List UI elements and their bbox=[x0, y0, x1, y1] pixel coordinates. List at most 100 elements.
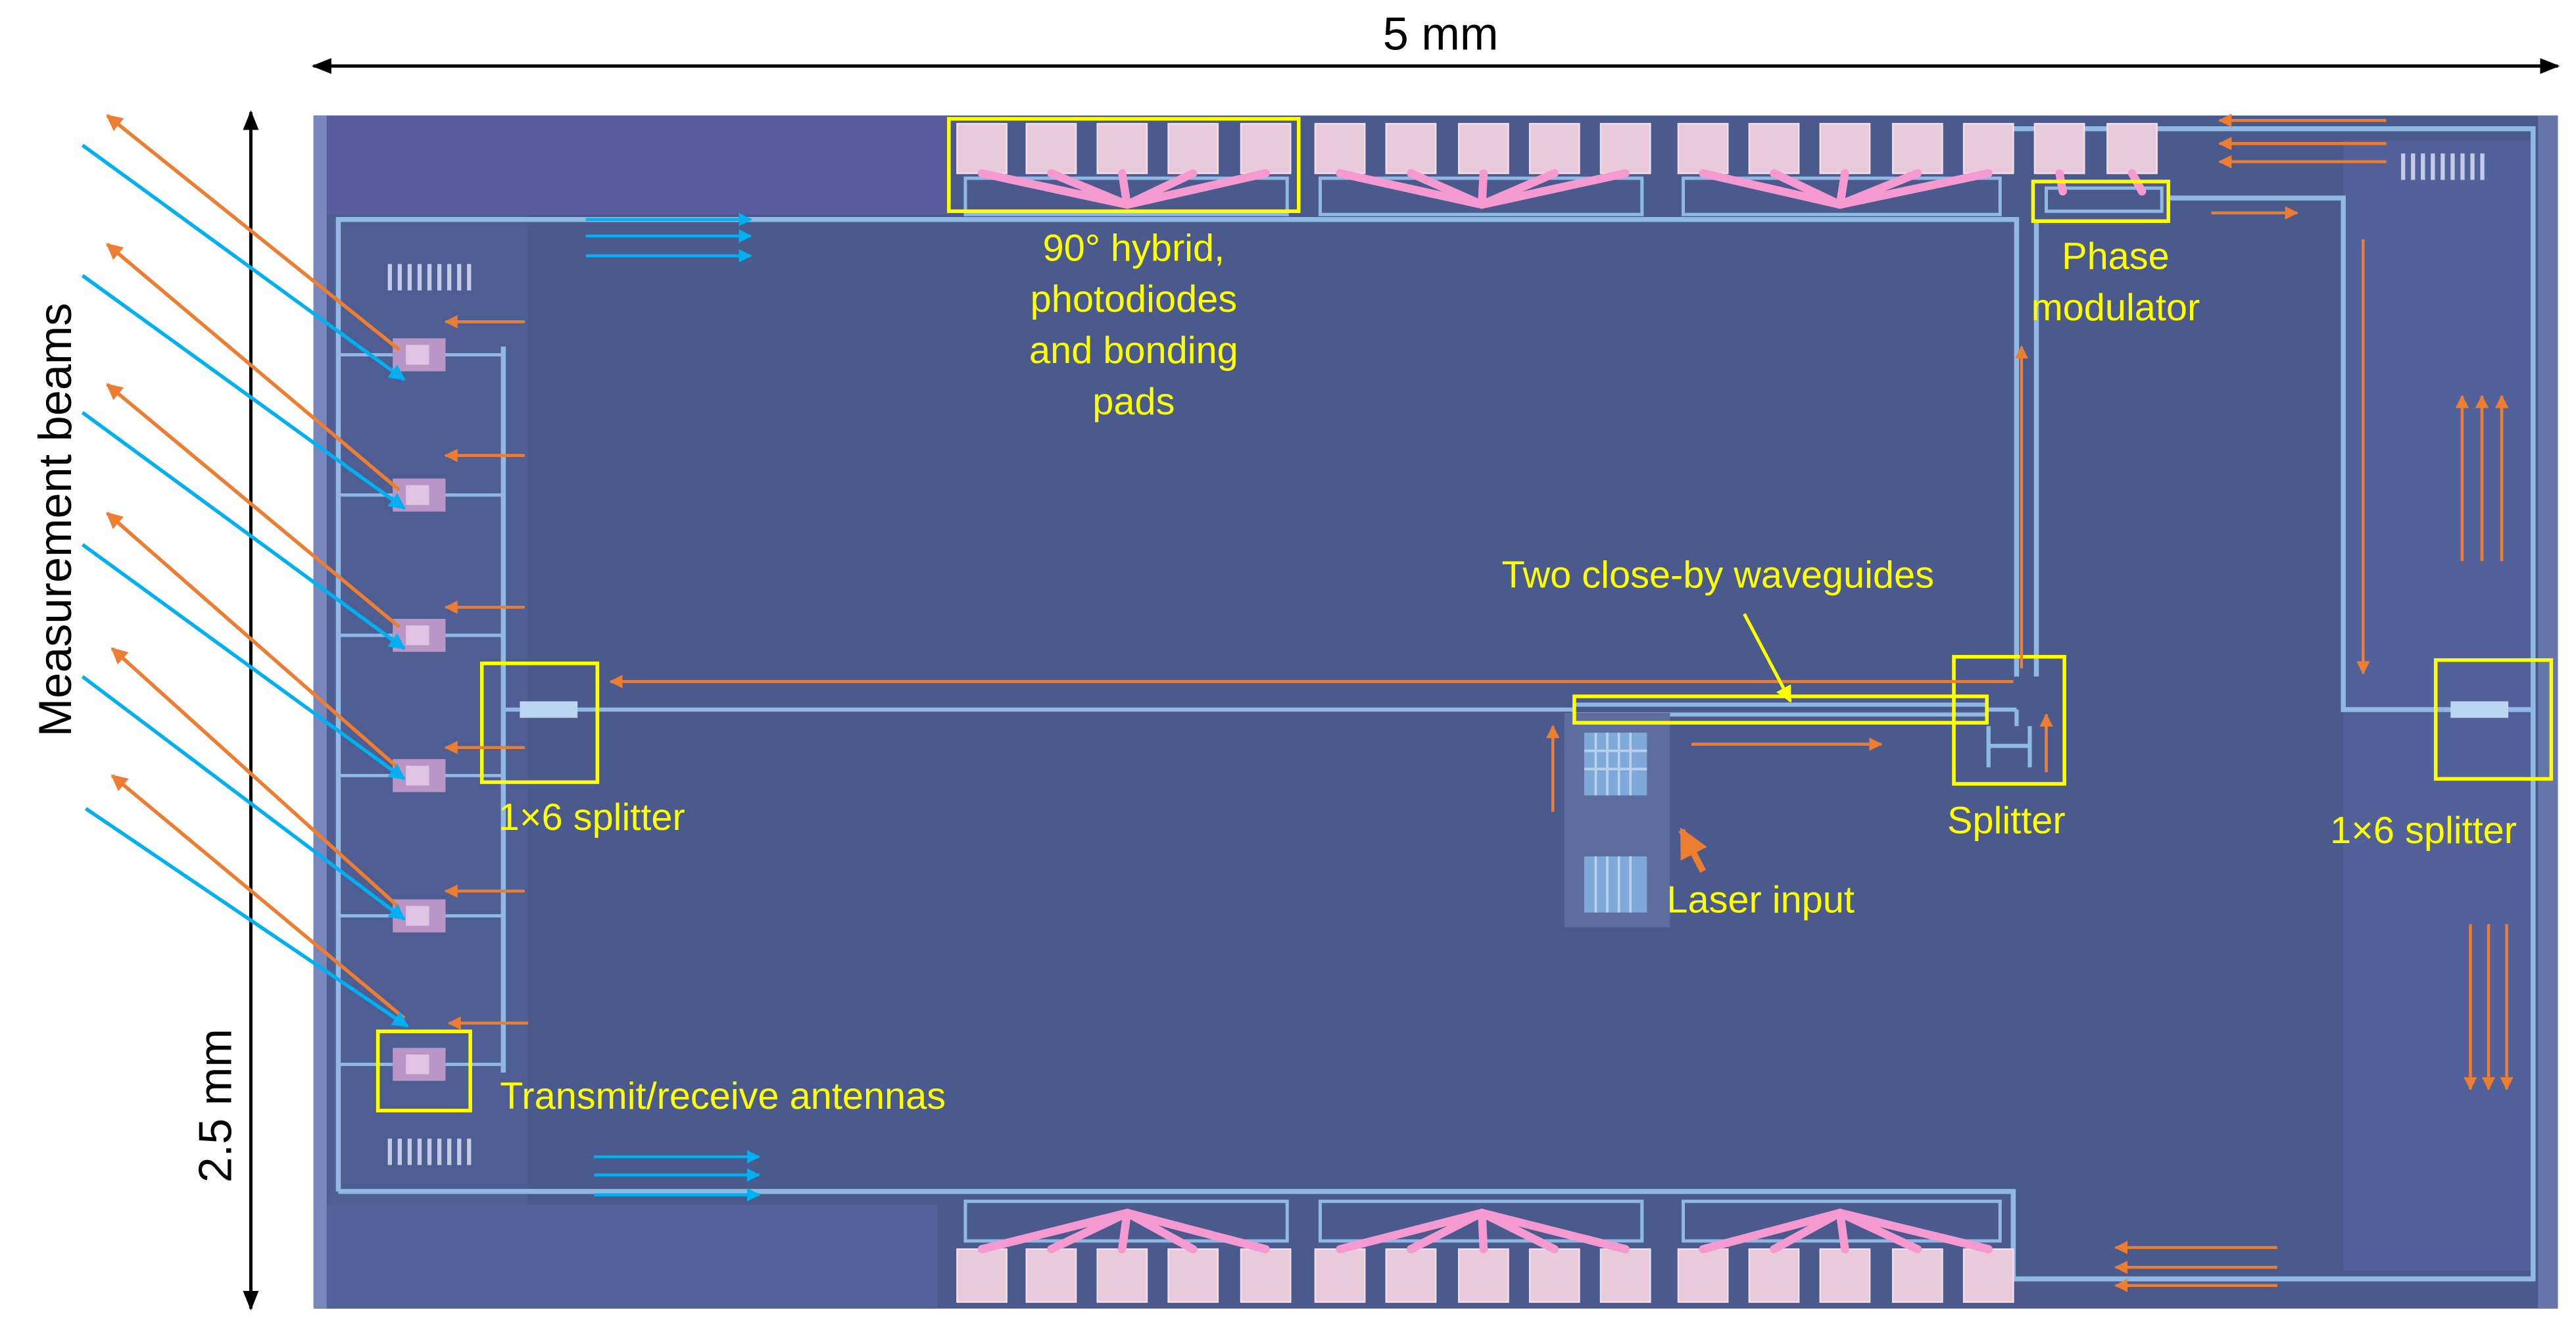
waveguide-outer-right-loop bbox=[2013, 126, 2536, 1282]
grating-bar bbox=[2470, 153, 2475, 180]
bonding-pad bbox=[1891, 1248, 1943, 1303]
receive-beam-arrow bbox=[81, 274, 406, 510]
grating-bar bbox=[467, 1138, 472, 1165]
photodiode-fan-line bbox=[1407, 169, 1486, 209]
transmit-beam-arrow bbox=[106, 243, 401, 492]
antenna bbox=[393, 1048, 446, 1081]
bonding-pad bbox=[1819, 122, 1871, 174]
photodiode-fan-line bbox=[1123, 169, 1270, 209]
bonding-pad bbox=[1677, 122, 1729, 174]
receive-beam-arrow bbox=[81, 411, 406, 650]
laser-coupler-bottom-grid bbox=[1594, 856, 1632, 913]
box-splitter-center bbox=[1952, 654, 2066, 786]
phase-modulator-label-line: Phase bbox=[2062, 235, 2170, 278]
photodiode-fan-line bbox=[1478, 1209, 1630, 1253]
photodiode-fan-line bbox=[977, 169, 1132, 209]
grating-bar bbox=[2421, 153, 2425, 180]
bonding-pad bbox=[1599, 122, 1651, 174]
bonding-pad bbox=[1240, 122, 1292, 174]
receive-beam-arrow bbox=[84, 807, 409, 1029]
grating-bar bbox=[427, 1138, 432, 1165]
photodiode-fan-line bbox=[1407, 1209, 1486, 1253]
chip-top-left-region bbox=[313, 115, 949, 215]
transmit-beam-arrow bbox=[106, 512, 401, 771]
grating-couplers bbox=[387, 153, 2485, 1165]
bonding-pad bbox=[1457, 1248, 1509, 1303]
hybrid-label-line: photodiodes bbox=[1031, 278, 1237, 320]
grating-bar bbox=[387, 1138, 392, 1165]
splitter-right-label: 1×6 splitter bbox=[2330, 810, 2517, 852]
hybrid-label: 90° hybrid, photodiodes and bonding pads bbox=[1029, 227, 1238, 422]
photodiode-fan-line bbox=[1336, 169, 1486, 209]
laser-input-structure bbox=[1564, 713, 1670, 928]
chip-bottom-left-region bbox=[326, 1204, 938, 1309]
box-hybrid bbox=[947, 116, 1301, 213]
grating-bar bbox=[397, 1138, 402, 1165]
chip bbox=[313, 115, 2558, 1309]
box-antennas bbox=[376, 1029, 472, 1113]
splitter-center-label: Splitter bbox=[1947, 800, 2066, 842]
waveguide-antenna-taps bbox=[338, 352, 504, 1066]
grating-bar bbox=[447, 1138, 452, 1165]
bonding-pad bbox=[1677, 1248, 1729, 1303]
waveguide-right-branch bbox=[2168, 195, 2442, 712]
bonding-pad bbox=[1314, 1248, 1366, 1303]
bonding-pad bbox=[1748, 122, 1800, 174]
hybrid-label-line: and bonding bbox=[1029, 329, 1238, 372]
photodiode-fan-line bbox=[1699, 1209, 1845, 1253]
photodiode-fan-line bbox=[1118, 1209, 1132, 1253]
receive-beam-arrow bbox=[81, 143, 406, 381]
grating-bar bbox=[437, 264, 442, 291]
box-phase-modulator bbox=[2031, 180, 2170, 224]
bonding-pad bbox=[1962, 122, 2014, 174]
phase-modulator-structure bbox=[2045, 186, 2164, 213]
photodiode-fan-line bbox=[1770, 169, 1845, 209]
grating-bar bbox=[447, 264, 452, 291]
bonding-pad bbox=[1240, 1248, 1292, 1303]
center-splitter-structure bbox=[1986, 709, 2032, 767]
transmit-beam-arrow bbox=[110, 774, 406, 1020]
transmit-beam-arrow bbox=[110, 647, 401, 910]
bonding-pad bbox=[1096, 1248, 1148, 1303]
laser-coupler-grid bbox=[1584, 733, 1647, 796]
bonding-pad bbox=[2033, 122, 2085, 174]
box-splitter-left bbox=[479, 661, 600, 785]
laser-coupler-top bbox=[1584, 733, 1647, 796]
bonding-pad bbox=[1528, 1248, 1580, 1303]
bonding-pad bbox=[1599, 1248, 1651, 1303]
photodiode-fan-line bbox=[1835, 1209, 1849, 1253]
close-waveguides-pointer bbox=[1743, 613, 1792, 703]
photodiode-fan-line bbox=[1770, 1209, 1845, 1253]
bonding-pad bbox=[956, 1248, 1008, 1303]
waveguide-outer-left-loop bbox=[335, 216, 2020, 1192]
transmit-beam-arrow bbox=[106, 383, 401, 629]
measurement-beams-label: Measurement beams bbox=[29, 303, 81, 737]
waveguide-center-bus bbox=[503, 702, 2017, 717]
grating-bar bbox=[2450, 153, 2455, 180]
grating-bar bbox=[387, 264, 392, 291]
grating-bar bbox=[397, 264, 402, 291]
photodiode-fan-line bbox=[1835, 169, 1993, 209]
photodiode-fan-line bbox=[1699, 169, 1845, 209]
bonding-pad bbox=[1748, 1248, 1800, 1303]
bonding-pad bbox=[1167, 122, 1219, 174]
grating-bar bbox=[2460, 153, 2465, 180]
antenna bbox=[393, 338, 446, 372]
grating-bar bbox=[2401, 153, 2406, 180]
photodiode-fan-line bbox=[1835, 1209, 1993, 1253]
hybrid-label-line: 90° hybrid, bbox=[1043, 227, 1225, 269]
grating-bar bbox=[407, 1138, 412, 1165]
photodiode-fan-line bbox=[1478, 169, 1630, 209]
bonding-pad bbox=[1819, 1248, 1871, 1303]
annotation-boxes bbox=[376, 116, 2554, 1113]
grating-bar bbox=[2480, 153, 2485, 180]
photodiode-fan-line bbox=[1336, 1209, 1486, 1253]
box-splitter-right bbox=[2433, 658, 2554, 781]
grating-bar bbox=[2441, 153, 2445, 180]
chip-left-margin bbox=[313, 214, 528, 1205]
bonding-pad bbox=[956, 122, 1008, 174]
close-waveguides-label: Two close-by waveguides bbox=[1501, 554, 1934, 596]
bonding-pad bbox=[1528, 122, 1580, 174]
chip-substrate bbox=[313, 115, 2558, 1309]
